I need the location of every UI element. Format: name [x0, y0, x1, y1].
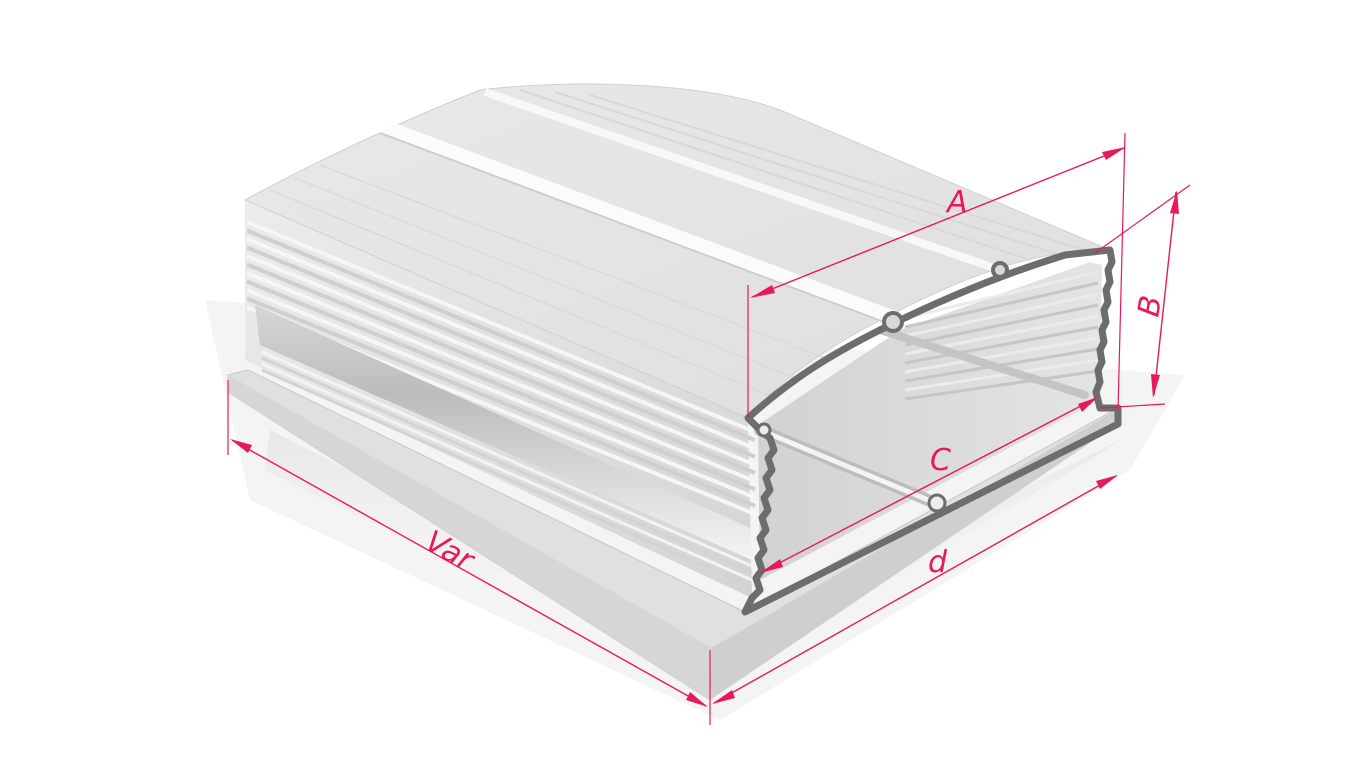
arrow-d-right: [1096, 475, 1118, 489]
dimension-label-b: B: [1131, 293, 1169, 319]
side-rib: [261, 356, 753, 575]
curved-top: [243, 83, 1111, 419]
dimension-line-d: [713, 475, 1117, 704]
side-rib: [246, 271, 756, 484]
interior-rib: [904, 325, 1099, 365]
side-rib: [246, 254, 756, 467]
arrow-var-left: [230, 439, 252, 453]
interior-rib: [904, 303, 1099, 347]
interior-rib: [904, 358, 1099, 392]
arrow-c-left: [760, 559, 783, 573]
dimension-line-var: [231, 439, 707, 707]
side-rib: [246, 220, 756, 434]
dimension-label-c: C: [930, 443, 951, 478]
extension-line-b-top: [1094, 184, 1191, 254]
dimension-line-a: [751, 147, 1125, 298]
arrow-var-right: [686, 692, 708, 707]
arrow-a-right: [1102, 147, 1126, 160]
side-rib: [246, 237, 756, 451]
interior-rib: [904, 369, 1099, 401]
side-rib: [246, 228, 756, 443]
arrow-b-bottom: [1151, 374, 1160, 398]
left-ribbed-side: [245, 200, 756, 598]
arrow-b-top: [1170, 190, 1179, 214]
side-rib: [261, 368, 753, 589]
interior-rib: [904, 281, 1099, 329]
dimension-line-b: [1153, 191, 1177, 396]
interior-rib: [904, 270, 1099, 320]
side-rib: [246, 245, 756, 459]
extension-line-a-right: [1117, 132, 1126, 411]
dimension-line-c: [761, 397, 1097, 573]
arrow-c-right: [1078, 397, 1098, 412]
end-cross-section: [741, 246, 1122, 616]
side-rib: [261, 350, 753, 568]
side-rib: [261, 362, 753, 582]
extension-line-b-bottom: [1099, 403, 1166, 409]
side-rib: [246, 262, 756, 475]
dimension-label-d: d: [928, 545, 948, 580]
side-rib: [246, 288, 756, 500]
interior-rib: [904, 292, 1099, 338]
dimension-label-a: A: [945, 185, 968, 220]
side-rib: [246, 296, 756, 508]
interior-rib: [904, 336, 1099, 374]
arrow-d-left: [712, 690, 735, 704]
side-rib: [246, 279, 756, 492]
arrow-a-left: [750, 285, 775, 298]
side-ribs: [246, 220, 756, 589]
